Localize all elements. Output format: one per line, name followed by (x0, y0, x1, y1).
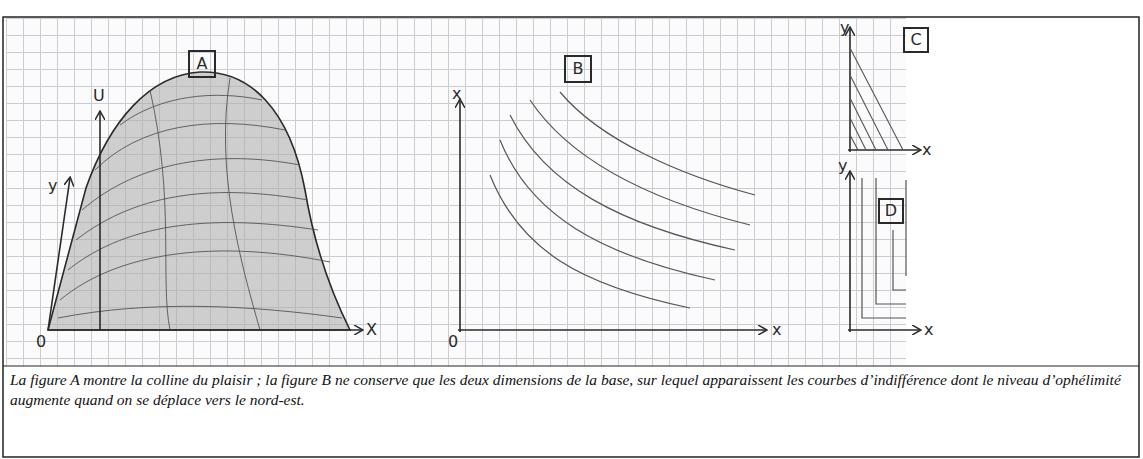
axis-label: x (452, 86, 461, 102)
axis-label: 0 (36, 334, 46, 350)
axis-label: x (924, 322, 933, 338)
figure-letter: A (197, 56, 208, 72)
pleasure-hill (48, 72, 362, 330)
axis-label: X (366, 322, 377, 338)
axis-label: y (840, 20, 849, 36)
figure-caption: La figure A montre la colline du plaisir… (10, 370, 1132, 410)
axis-label: x (772, 322, 781, 338)
indifference-map (458, 92, 766, 332)
frame (3, 17, 1139, 457)
figure-letter: D (885, 203, 897, 219)
frame-line (3, 366, 1139, 367)
axis-label: y (838, 158, 847, 174)
figure-letter-box: D (878, 198, 904, 224)
figure-letter: C (910, 32, 921, 48)
figure-letter-box: C (903, 27, 929, 53)
axis-label: x (922, 142, 931, 158)
perfect-substitutes (848, 28, 920, 152)
figure-letter: B (573, 61, 584, 77)
figure-letter-box: A (188, 50, 216, 78)
axis-label: U (93, 88, 105, 104)
axis-label: y (48, 178, 57, 194)
perfect-complements (848, 172, 920, 332)
axis-label: 0 (448, 334, 458, 350)
figure-letter-box: B (564, 55, 592, 83)
